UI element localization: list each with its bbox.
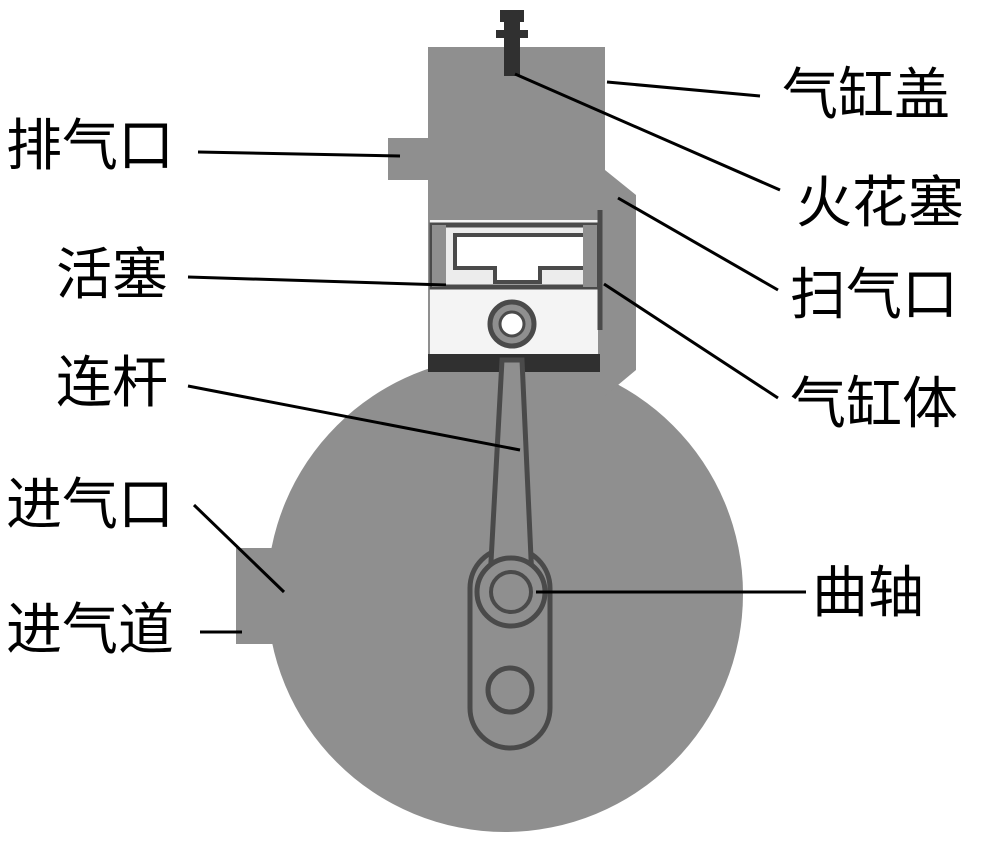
label-spark-plug: 火花塞 <box>796 171 964 236</box>
leader-piston <box>187 275 447 287</box>
leader-cylinder-block <box>603 282 779 400</box>
label-scavenge-port: 扫气口 <box>790 263 958 328</box>
label-intake-port: 进气口 <box>6 473 174 538</box>
wrist-pin <box>498 310 526 338</box>
label-intake-passage: 进气道 <box>6 598 174 663</box>
label-exhaust-port: 排气口 <box>6 114 174 179</box>
exhaust-port <box>388 138 432 180</box>
label-crankshaft: 曲轴 <box>812 561 924 626</box>
label-cylinder-head: 气缸盖 <box>782 63 950 128</box>
intake-passage <box>236 548 286 644</box>
spark-plug <box>496 10 528 76</box>
leader-intake-port <box>192 503 286 594</box>
piston <box>429 222 599 290</box>
crank-counter-pin <box>485 665 535 715</box>
label-piston: 活塞 <box>56 243 168 308</box>
label-cylinder-block: 气缸体 <box>790 372 958 437</box>
leader-exhaust-port <box>197 150 401 158</box>
leader-connecting-rod <box>187 384 521 452</box>
crankshaft-pin <box>489 570 533 614</box>
label-connecting-rod: 连杆 <box>56 351 168 416</box>
leader-spark-plug <box>514 72 781 192</box>
leader-scavenge-port <box>617 196 779 292</box>
leader-cylinder-head <box>606 80 761 98</box>
